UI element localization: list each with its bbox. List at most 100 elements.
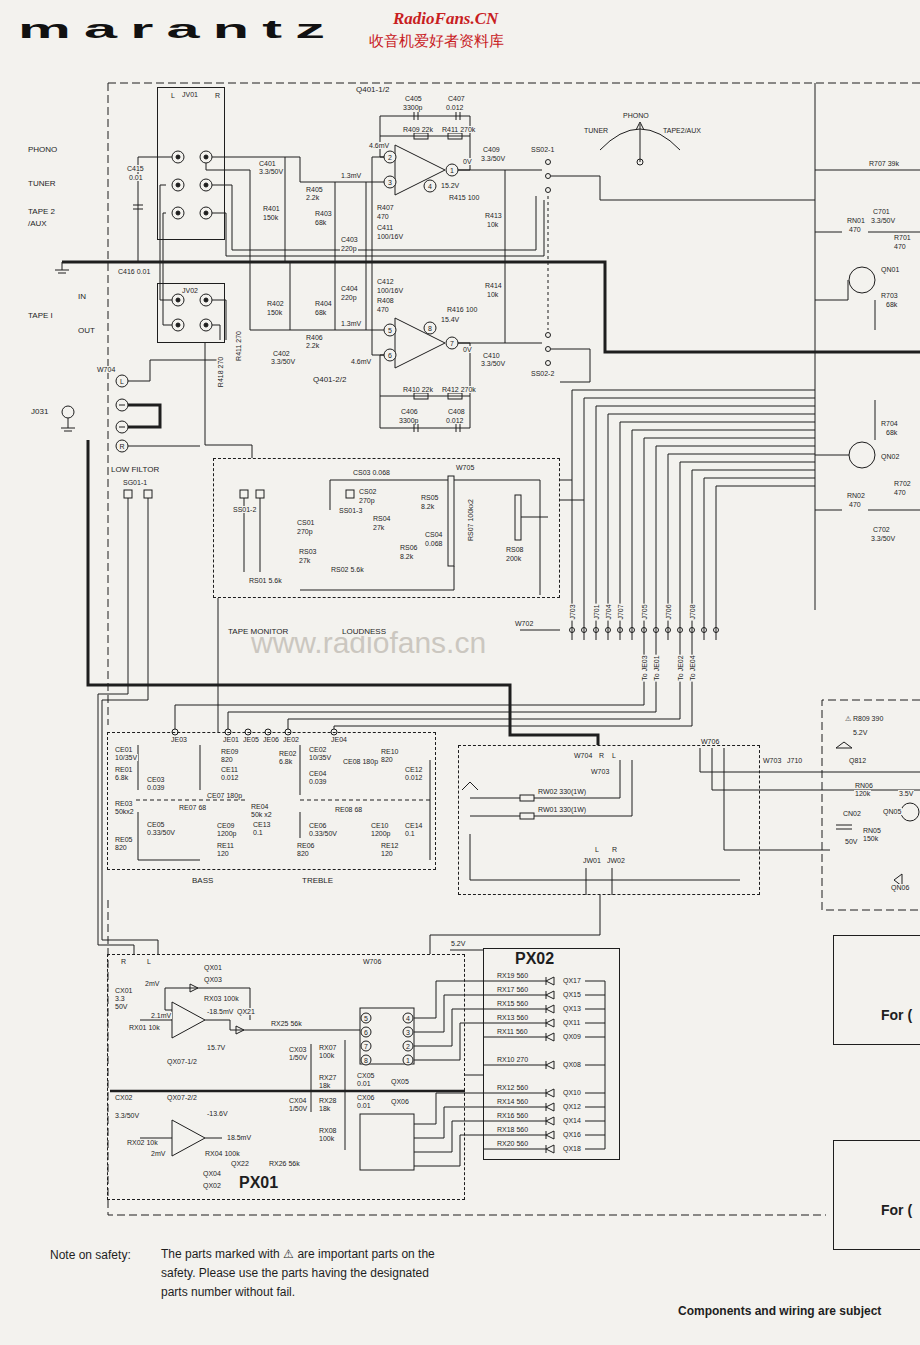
part-label: TAPE I bbox=[27, 312, 54, 320]
ground-symbol bbox=[55, 270, 69, 271]
rca-jack bbox=[172, 151, 184, 163]
part-label: 2 bbox=[405, 1043, 411, 1050]
connector-pin bbox=[702, 628, 707, 633]
part-label: 6 bbox=[387, 352, 393, 359]
part-label: RX08 bbox=[318, 1127, 338, 1134]
part-label: CE05 bbox=[146, 821, 166, 828]
resistor-symbol bbox=[448, 393, 462, 399]
part-label: RX12 560 bbox=[496, 1084, 529, 1091]
wire bbox=[335, 262, 336, 330]
terminal-circle bbox=[116, 421, 128, 433]
frame-line bbox=[108, 83, 109, 725]
part-label: C403 bbox=[340, 236, 359, 243]
part-label: 100k bbox=[318, 1052, 335, 1059]
part-label: C402 bbox=[272, 350, 291, 357]
part-label: R409 22k bbox=[402, 126, 434, 133]
capacitor-symbol bbox=[456, 112, 457, 120]
led-symbol bbox=[546, 991, 554, 999]
part-label: QX03 bbox=[203, 976, 223, 983]
led-symbol bbox=[546, 1131, 547, 1139]
rca-jack-pin bbox=[176, 211, 180, 215]
wire bbox=[414, 1107, 483, 1138]
diode-symbol bbox=[190, 984, 198, 992]
wire bbox=[612, 868, 613, 895]
capacitor-symbol bbox=[414, 424, 415, 432]
part-label: 1200p bbox=[370, 830, 391, 837]
part-label: CS02 bbox=[358, 488, 378, 495]
part-label: CE12 bbox=[404, 766, 424, 773]
part-label: QX02 bbox=[202, 1182, 222, 1189]
resistor-symbol bbox=[414, 393, 428, 399]
part-label: 3 bbox=[405, 1029, 411, 1036]
opamp-symbol bbox=[172, 1120, 205, 1156]
wire bbox=[815, 232, 842, 233]
part-label: 0V bbox=[462, 158, 473, 165]
part-label: 100/16V bbox=[376, 233, 404, 240]
part-label: 15.7V bbox=[206, 1044, 226, 1051]
wire bbox=[534, 760, 632, 816]
part-label: 470 bbox=[376, 306, 390, 313]
part-label: 5 bbox=[363, 1015, 369, 1022]
rca-jack bbox=[172, 294, 184, 306]
part-label: RX27 bbox=[318, 1074, 338, 1081]
pin-circle bbox=[403, 1055, 413, 1065]
part-label: 3300p bbox=[402, 104, 423, 111]
part-label: RE03 bbox=[114, 800, 134, 807]
part-label: 0.068 bbox=[424, 540, 444, 547]
part-label: CE09 bbox=[216, 822, 236, 829]
part-label: QX13 bbox=[562, 1005, 582, 1012]
pin-circle bbox=[384, 349, 396, 361]
part-label: 15.2V bbox=[440, 182, 460, 189]
rca-jack-pin bbox=[204, 298, 208, 302]
wire bbox=[584, 398, 585, 640]
block-title: RW01 330(1W) bbox=[537, 806, 587, 813]
wire bbox=[483, 1037, 546, 1038]
part-label: R415 100 bbox=[448, 194, 480, 201]
part-label: RE07 68 bbox=[178, 804, 207, 811]
part-label: JE06 bbox=[262, 736, 280, 743]
part-label: QX21 bbox=[236, 1008, 256, 1015]
part-label: W706 bbox=[362, 958, 382, 965]
part-label: SS01-3 bbox=[338, 507, 363, 514]
part-label: 0.012 bbox=[220, 774, 240, 781]
part-label: R413 bbox=[484, 212, 503, 219]
part-label: To JE02 bbox=[677, 654, 684, 681]
rca-jack-pin bbox=[204, 323, 208, 327]
part-label: R401 bbox=[262, 205, 281, 212]
part-label: 150k bbox=[862, 835, 879, 842]
wire bbox=[335, 182, 336, 262]
part-label: 3.3/50V bbox=[870, 217, 896, 224]
part-label: J703 bbox=[569, 603, 576, 620]
part-label: 150k bbox=[262, 214, 279, 221]
wire bbox=[414, 1009, 483, 1046]
part-label: To JE03 bbox=[641, 654, 648, 681]
part-label: 1/50V bbox=[288, 1105, 308, 1112]
rca-jack-pin bbox=[176, 323, 180, 327]
part-label: 1/50V bbox=[288, 1054, 308, 1061]
part-label: RE12 bbox=[380, 842, 400, 849]
wire bbox=[716, 486, 815, 487]
part-label: 7 bbox=[449, 340, 455, 347]
part-label: CE06 bbox=[308, 822, 328, 829]
part-label: C406 bbox=[400, 408, 419, 415]
part-label: CE04 bbox=[308, 770, 328, 777]
part-label: 150k bbox=[266, 309, 283, 316]
part-label: RX01 10k bbox=[128, 1024, 161, 1031]
part-label: R703 bbox=[880, 292, 899, 299]
wire bbox=[585, 1037, 605, 1038]
part-label: RS01 5.6k bbox=[248, 577, 283, 584]
part-label: 3 bbox=[387, 179, 393, 186]
wire bbox=[414, 1023, 483, 1060]
switch-contact bbox=[546, 174, 551, 179]
part-label: 2.1mV bbox=[150, 1012, 172, 1019]
part-label: R704 bbox=[880, 420, 899, 427]
wire bbox=[212, 185, 536, 250]
part-label: SS01-2 bbox=[232, 506, 257, 513]
connector-pin bbox=[570, 628, 575, 633]
wire bbox=[483, 1149, 546, 1150]
part-label: QX18 bbox=[562, 1145, 582, 1152]
signal-wire bbox=[430, 895, 600, 954]
circuit-block: For ( bbox=[833, 1140, 920, 1250]
part-label: 50k x2 bbox=[250, 811, 273, 818]
frame-line bbox=[822, 700, 920, 910]
